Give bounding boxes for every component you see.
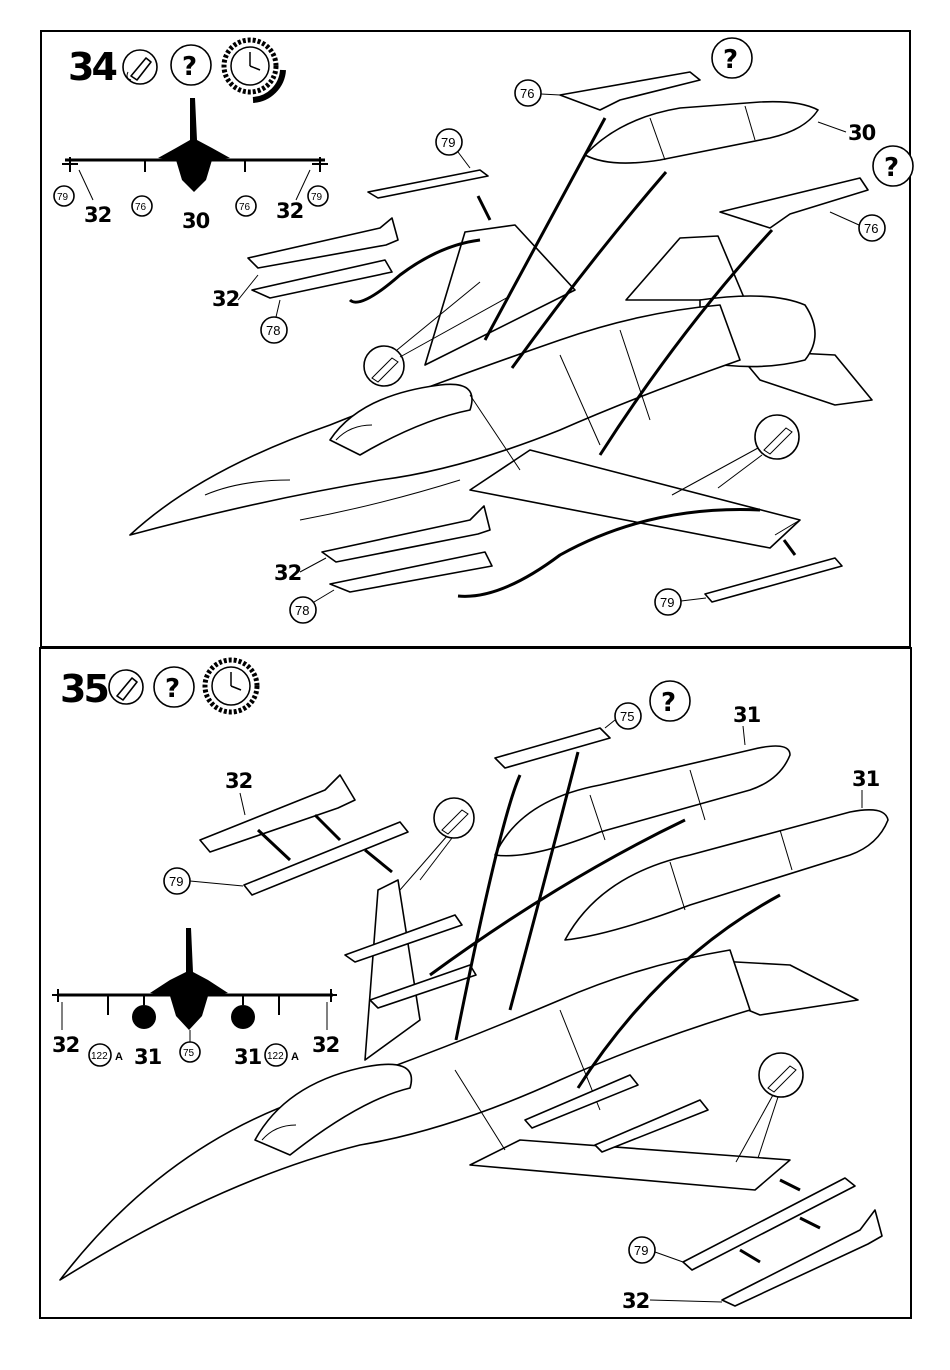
svg-text:78: 78: [295, 603, 309, 618]
svg-text:78: 78: [266, 323, 280, 338]
svg-text:32: 32: [225, 769, 252, 793]
svg-text:79: 79: [441, 135, 455, 150]
step-34-number: 34: [68, 45, 116, 89]
svg-text:79: 79: [169, 874, 183, 889]
svg-text:32: 32: [276, 199, 303, 223]
svg-text:79: 79: [57, 192, 69, 203]
svg-text:31: 31: [134, 1045, 162, 1069]
svg-text:79: 79: [660, 595, 674, 610]
svg-text:76: 76: [864, 221, 878, 236]
question-icon: ?: [154, 667, 194, 707]
svg-text:?: ?: [182, 52, 197, 82]
svg-text:32: 32: [84, 203, 111, 227]
clock-icon: [224, 40, 283, 100]
svg-text:30: 30: [182, 209, 210, 233]
glue-tube-icon: [123, 50, 157, 84]
svg-text:32: 32: [312, 1033, 339, 1057]
aircraft-34: [130, 225, 872, 548]
svg-text:76: 76: [239, 202, 251, 213]
svg-text:32: 32: [52, 1033, 79, 1057]
svg-text:32: 32: [212, 287, 239, 311]
clock-icon: [205, 660, 257, 712]
svg-text:?: ?: [884, 153, 899, 183]
svg-text:75: 75: [183, 1048, 195, 1059]
svg-text:76: 76: [135, 202, 147, 213]
svg-text:122: 122: [91, 1051, 108, 1062]
svg-text:A: A: [291, 1051, 299, 1063]
svg-text:?: ?: [165, 674, 180, 704]
svg-text:?: ?: [661, 688, 676, 718]
svg-text:31: 31: [733, 703, 761, 727]
svg-text:32: 32: [622, 1289, 649, 1313]
question-icon: ?: [171, 45, 211, 85]
svg-text:?: ?: [723, 45, 738, 75]
svg-text:30: 30: [848, 121, 876, 145]
svg-text:31: 31: [852, 767, 880, 791]
svg-text:76: 76: [520, 86, 534, 101]
front-view-scheme-35: 32 122 A 31 75 31 122 A 32: [52, 928, 339, 1069]
front-view-scheme-34: 79 76 76 79 32 30 32: [54, 98, 328, 233]
step-35-number: 35: [60, 667, 107, 711]
svg-text:79: 79: [311, 192, 323, 203]
svg-text:31: 31: [234, 1045, 262, 1069]
glue-tube-icon: [109, 670, 143, 704]
svg-text:122: 122: [267, 1051, 284, 1062]
svg-text:A: A: [115, 1051, 123, 1063]
svg-text:75: 75: [620, 709, 634, 724]
svg-text:32: 32: [274, 561, 301, 585]
svg-text:79: 79: [634, 1243, 648, 1258]
